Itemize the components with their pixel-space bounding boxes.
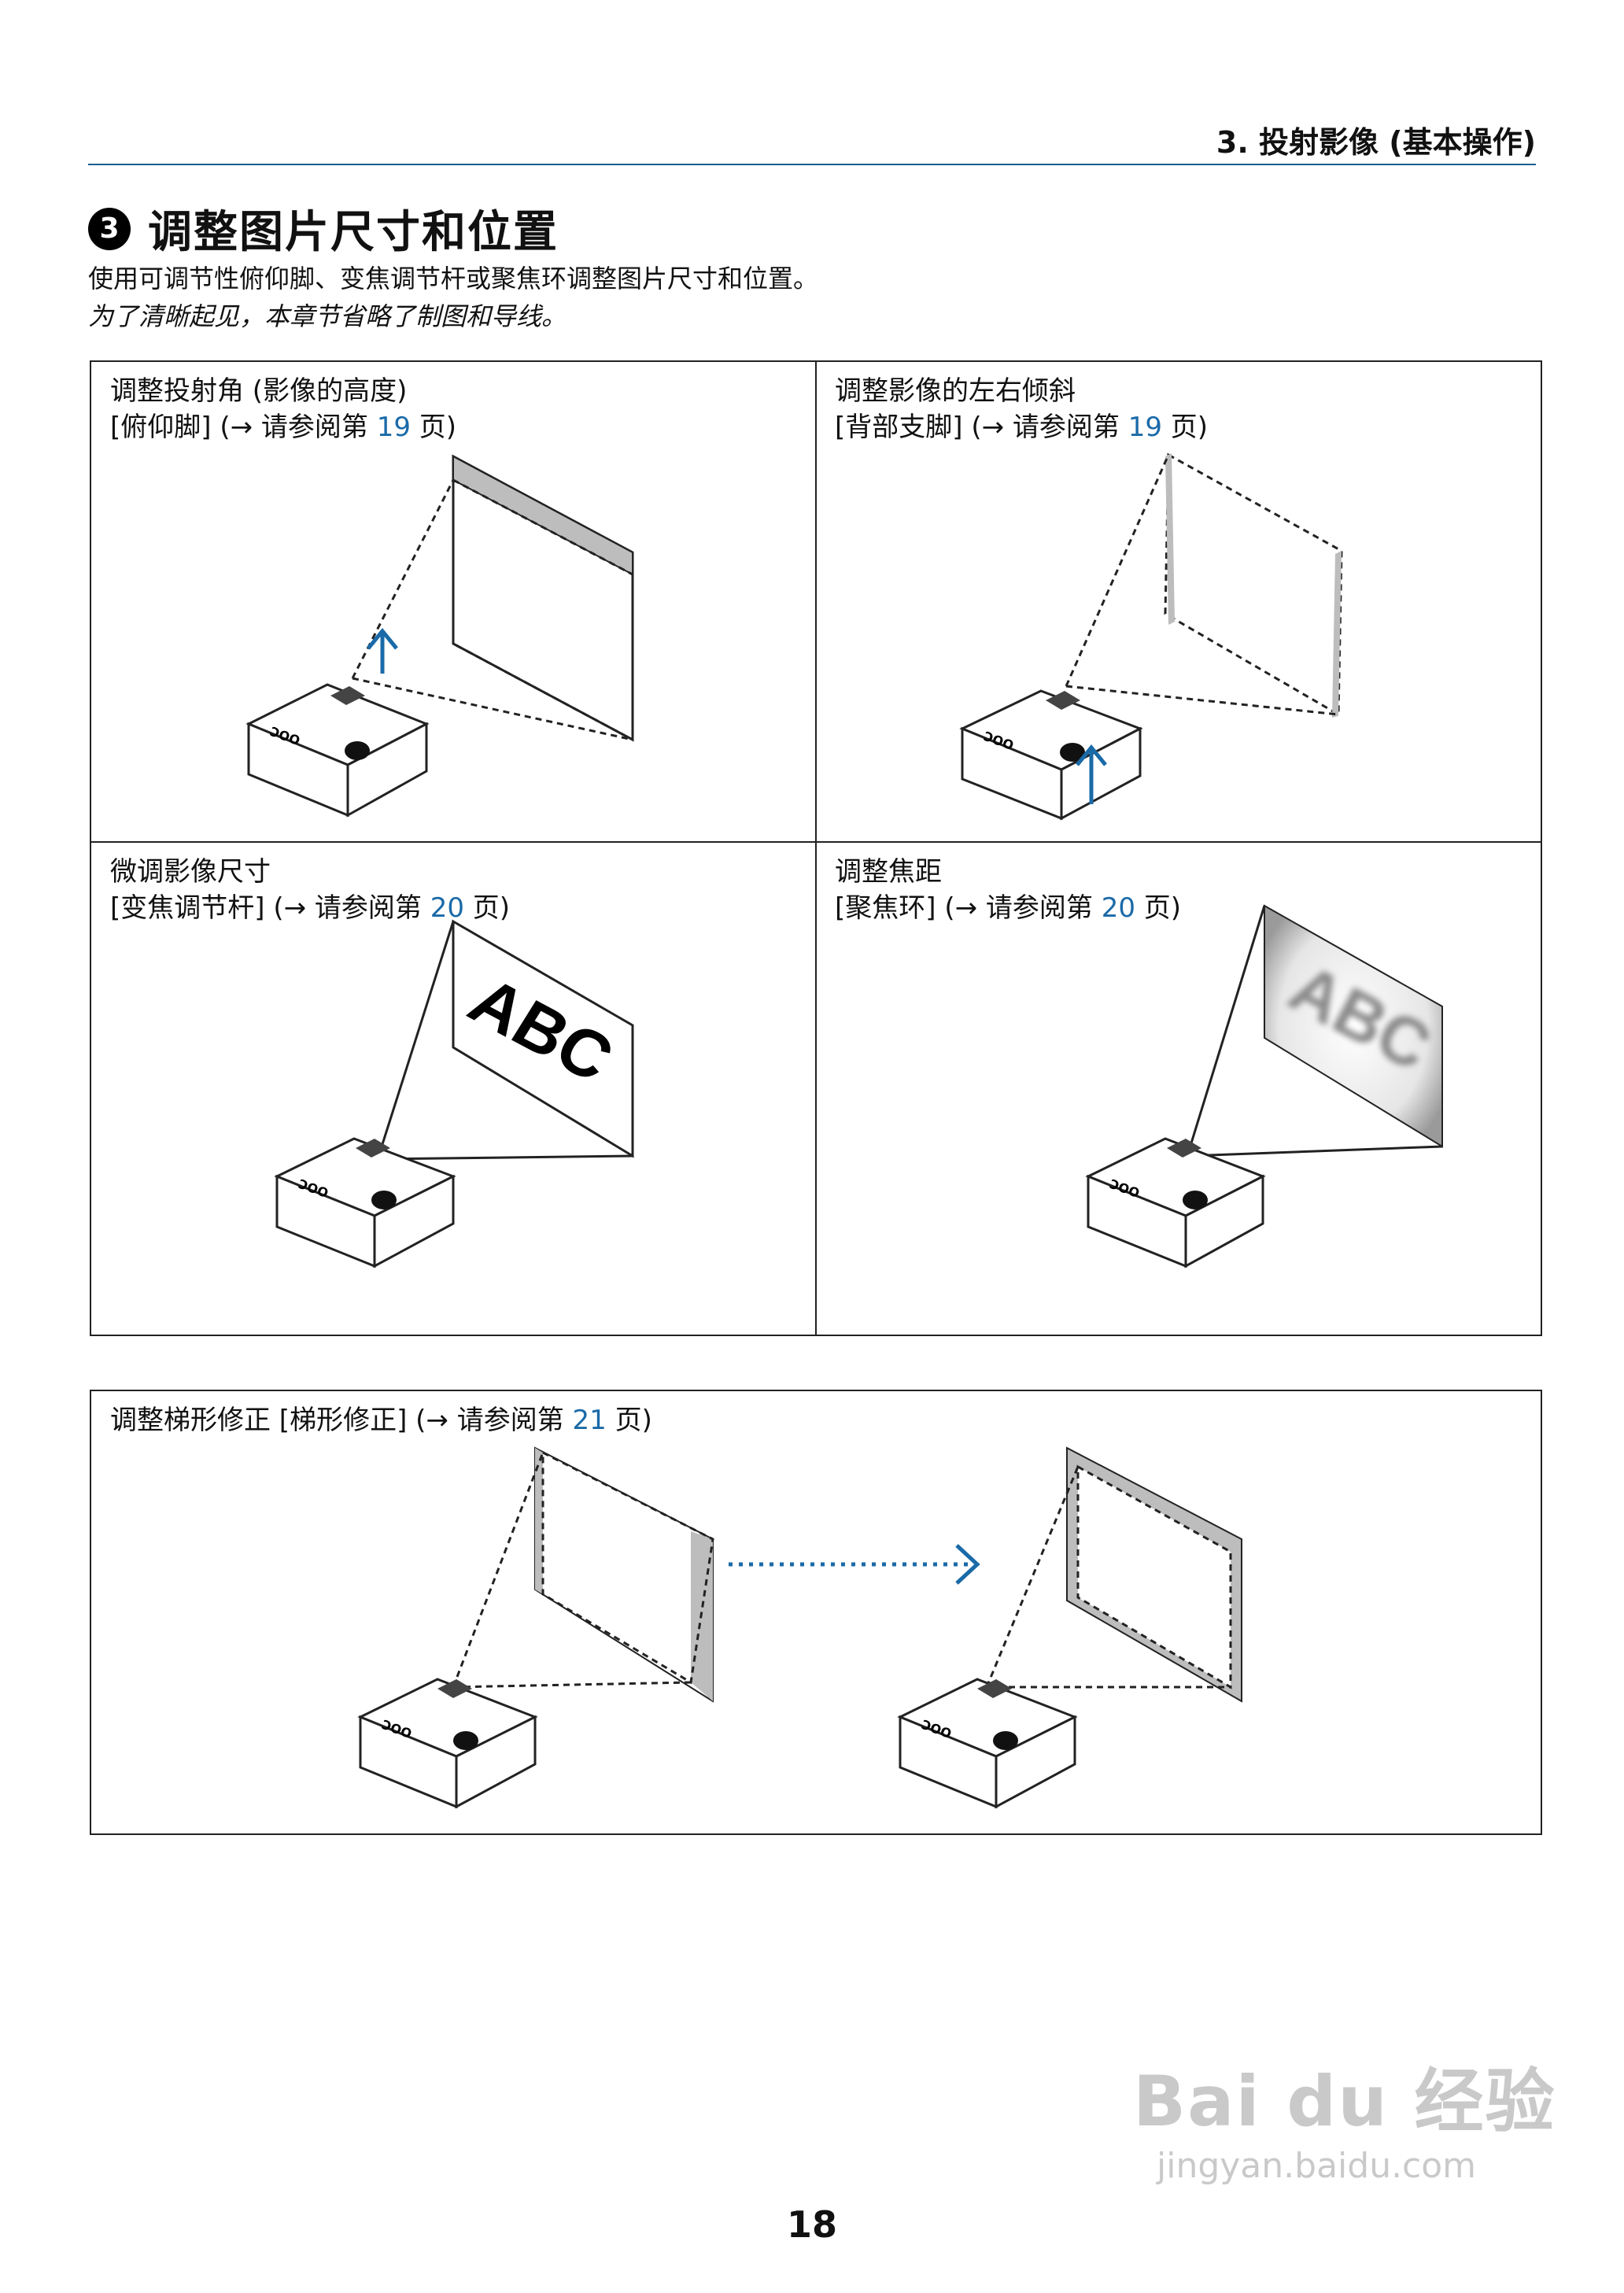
adjustment-grid: ƆOO 调整投射角 (影像的高度) [俯仰脚] (→ 请参阅第 19 页) ƆO… bbox=[90, 360, 1542, 1336]
panel-keystone: ƆOO ƆOO 调整梯形修正 [梯形修正] (→ 请参阅第 21 页) bbox=[90, 1390, 1542, 1835]
panel-tilt-foot: ƆOO 调整投射角 (影像的高度) [俯仰脚] (→ 请参阅第 19 页) bbox=[91, 362, 815, 842]
section-title: 调整图片尺寸和位置 bbox=[148, 207, 559, 258]
page-ref-link[interactable]: 21 bbox=[572, 1405, 607, 1436]
projector-icon: ƆOO bbox=[897, 1678, 1078, 1809]
panel-focus: ABC ƆOO 调整焦距 [聚焦环] (→ 请参阅第 20 页) bbox=[816, 843, 1540, 1323]
projector-icon: ƆOO bbox=[959, 689, 1143, 821]
tilt-foot-illustration: ƆOO bbox=[245, 454, 634, 818]
section-heading: 3 调整图片尺寸和位置 bbox=[88, 197, 559, 260]
panel-rear-foot-caption: 调整影像的左右倾斜 [背部支脚] (→ 请参阅第 19 页) bbox=[835, 373, 1208, 445]
baidu-watermark: Bai du 经验 jingyan.baidu.com bbox=[1133, 2046, 1556, 2186]
rear-foot-illustration: ƆOO bbox=[959, 452, 1343, 821]
caption-ref-prefix: [背部支脚] (→ 请参阅第 bbox=[835, 412, 1128, 443]
caption-line1: 调整焦距 bbox=[835, 856, 942, 888]
header-rule bbox=[88, 164, 1536, 165]
caption-ref-suffix: 页) bbox=[463, 892, 511, 924]
caption-line1: 调整影像的左右倾斜 bbox=[835, 375, 1076, 407]
page-number: 18 bbox=[786, 2203, 837, 2246]
keystone-illustration: ƆOO ƆOO bbox=[357, 1446, 1242, 1809]
intro-block: 使用可调节性俯仰脚、变焦调节杆或聚焦环调整图片尺寸和位置。 为了清晰起见，本章节… bbox=[88, 260, 818, 335]
panel-keystone-caption: 调整梯形修正 [梯形修正] (→ 请参阅第 21 页) bbox=[110, 1402, 652, 1438]
watermark-url: jingyan.baidu.com bbox=[1157, 2146, 1477, 2186]
intro-note: 为了清晰起见，本章节省略了制图和导线。 bbox=[88, 301, 567, 331]
caption-ref-prefix: [变焦调节杆] (→ 请参阅第 bbox=[110, 892, 430, 924]
page-ref-link[interactable]: 20 bbox=[430, 892, 464, 924]
panel-focus-caption: 调整焦距 [聚焦环] (→ 请参阅第 20 页) bbox=[835, 854, 1181, 926]
projector-icon: ƆOO bbox=[245, 683, 430, 818]
step-number-badge: 3 bbox=[88, 207, 131, 250]
page-ref-link[interactable]: 19 bbox=[1128, 412, 1162, 443]
focus-illustration: ABC ƆOO bbox=[1085, 904, 1443, 1268]
caption-line2: [背部支脚] (→ 请参阅第 19 页) bbox=[835, 409, 1208, 445]
caption-line2: [变焦调节杆] (→ 请参阅第 20 页) bbox=[110, 890, 510, 926]
panel-zoom: ABC ƆOO 微调影像尺寸 [变焦调节杆] (→ 请参阅第 20 页) bbox=[91, 843, 815, 1323]
caption-ref-suffix: 页) bbox=[410, 412, 457, 443]
zoom-illustration: ABC ƆOO bbox=[274, 919, 634, 1268]
caption-line2: [聚焦环] (→ 请参阅第 20 页) bbox=[835, 890, 1181, 926]
caption-ref-suffix: 页) bbox=[1161, 412, 1209, 443]
panel-zoom-caption: 微调影像尺寸 [变焦调节杆] (→ 请参阅第 20 页) bbox=[110, 854, 510, 926]
caption-line1: 微调影像尺寸 bbox=[110, 856, 271, 888]
projector-icon: ƆOO bbox=[357, 1678, 538, 1809]
caption-ref-prefix: 调整梯形修正 [梯形修正] (→ 请参阅第 bbox=[110, 1405, 573, 1436]
caption-ref-prefix: [俯仰脚] (→ 请参阅第 bbox=[110, 412, 377, 443]
caption-ref-prefix: [聚焦环] (→ 请参阅第 bbox=[835, 892, 1102, 924]
intro-text: 使用可调节性俯仰脚、变焦调节杆或聚焦环调整图片尺寸和位置。 bbox=[88, 264, 819, 294]
chapter-title: 3. 投射影像 (基本操作) bbox=[1216, 125, 1536, 160]
grid-divider-horizontal bbox=[91, 841, 1541, 843]
page-ref-link[interactable]: 19 bbox=[376, 412, 411, 443]
projector-icon: ƆOO bbox=[1085, 1137, 1266, 1268]
caption-line2: [俯仰脚] (→ 请参阅第 19 页) bbox=[110, 409, 456, 445]
watermark-logo: Bai du 经验 bbox=[1133, 2061, 1556, 2142]
grid-divider-vertical bbox=[815, 362, 817, 1335]
projector-icon: ƆOO bbox=[274, 1137, 456, 1268]
panel-rear-foot: ƆOO 调整影像的左右倾斜 [背部支脚] (→ 请参阅第 19 页) bbox=[816, 362, 1540, 842]
panel-tilt-foot-caption: 调整投射角 (影像的高度) [俯仰脚] (→ 请参阅第 19 页) bbox=[110, 373, 456, 445]
caption-line1: 调整投射角 (影像的高度) bbox=[110, 375, 408, 407]
page-ref-link[interactable]: 20 bbox=[1101, 892, 1135, 924]
caption-ref-suffix: 页) bbox=[1135, 892, 1182, 924]
caption-ref-suffix: 页) bbox=[606, 1405, 652, 1436]
